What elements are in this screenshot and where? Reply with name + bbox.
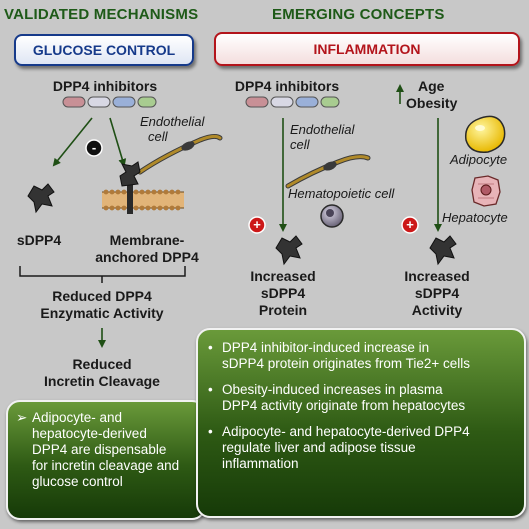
glucose-control-pill: GLUCOSE CONTROL [14,34,194,66]
summary-bullet-3: Adipocyte- and hepatocyte-derived DPP4re… [206,424,518,472]
minus-sign [85,139,103,157]
plus-sign-right [401,216,419,234]
header-emerging: EMERGING CONCEPTS [272,6,445,23]
arrow-to-sdpp4 [52,117,93,167]
summary-bullet-1: DPP4 inhibitor-induced increase insDPP4 … [206,340,518,372]
inflammation-pill: INFLAMMATION [214,32,520,66]
sdpp4-protein-activity [429,235,457,266]
inhibitors-label-right: DPP4 inhibitors [234,78,340,94]
header-validated: VALIDATED MECHANISMS [4,6,199,23]
inhibitors-label-left: DPP4 inhibitors [52,78,158,94]
plus-label-left: + [253,217,261,232]
left-summary-item: Adipocyte- and hepatocyte-derived DPP4 a… [16,410,196,490]
hematopoietic-cell [320,204,344,228]
adipocyte-label: Adipocyte [450,152,508,167]
plus-label-right: + [406,217,414,232]
combine-bracket [19,266,186,283]
hepatocyte-label: Hepatocyte [442,210,508,225]
minus-label: - [91,140,97,155]
inhibitor-capsules-left [62,96,157,108]
plus-sign-left [248,216,266,234]
adipocyte-cell [464,115,506,153]
membrane-dpp4-label: Membrane-anchored DPP4 [95,232,199,265]
sdpp4-protein-left [27,183,55,214]
right-summary-box: DPP4 inhibitor-induced increase insDPP4 … [196,328,526,518]
sdpp4-protein-increased [275,235,303,266]
inhibitor-capsules-right [245,96,340,108]
membrane-dpp4-protein [119,161,141,214]
endothelial-cell-left [137,133,223,175]
summary-bullet-2: Obesity-induced increases in plasmaDPP4 … [206,382,518,414]
endothelial-cell-right [285,154,371,189]
hematopoietic-label: Hematopoietic cell [288,186,395,201]
membrane-bilayer [102,189,184,211]
sdpp4-label: sDPP4 [16,232,62,248]
left-summary-box: Adipocyte- and hepatocyte-derived DPP4 a… [6,400,206,520]
arrow-to-membrane [109,117,127,167]
hepatocyte-cell [471,175,501,207]
